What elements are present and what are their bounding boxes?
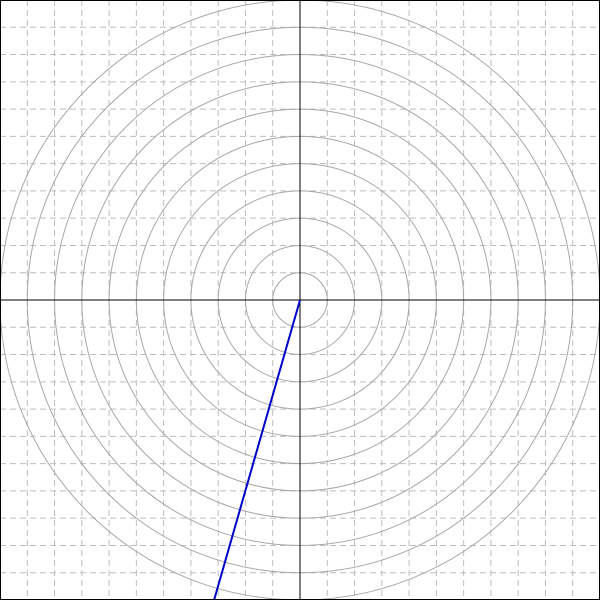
series-line xyxy=(213,299,301,600)
series-layer xyxy=(213,299,301,600)
